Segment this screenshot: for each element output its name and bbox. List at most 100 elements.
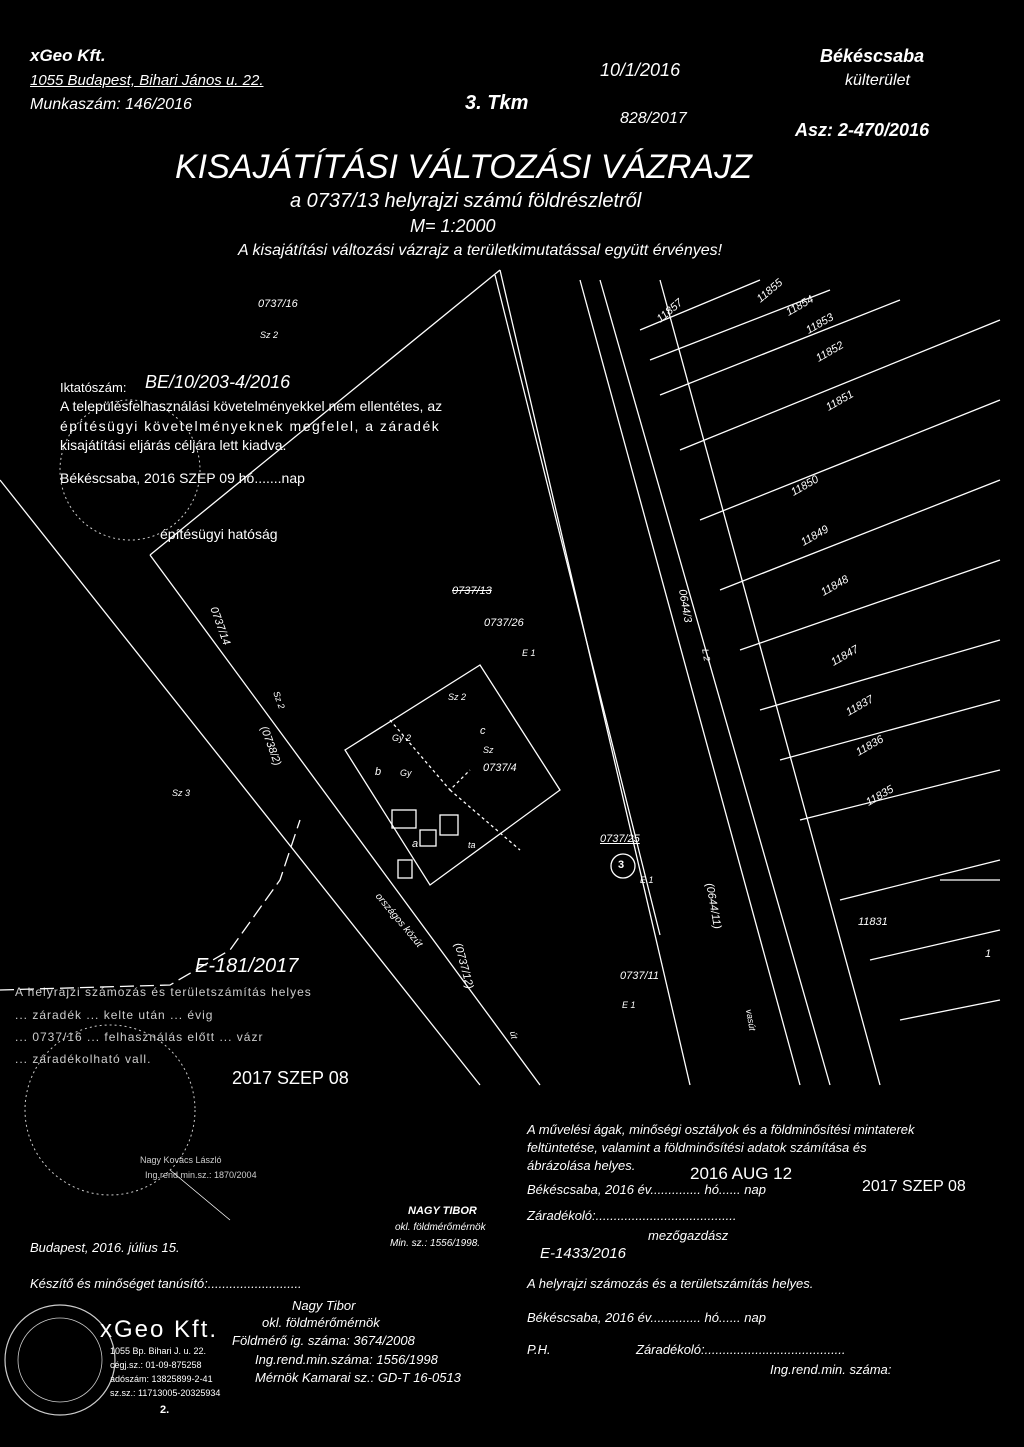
cultivation-label: Sz 2 <box>260 330 279 340</box>
parcel-strip <box>719 479 1001 591</box>
cultivation-label: b <box>375 766 382 778</box>
railway-edge <box>579 279 801 1086</box>
building <box>419 829 437 847</box>
parcel-strip <box>649 289 831 361</box>
cert-text: feltüntetése, valamint a földminősítési … <box>527 1140 867 1155</box>
road-edge-east <box>149 554 541 1086</box>
building <box>397 859 413 879</box>
page-mark: 2. <box>160 1404 170 1416</box>
document-title: KISAJÁTÍTÁSI VÁLTOZÁSI VÁZRAJZ <box>175 148 752 186</box>
stamp-number-label: Iktatószám: <box>60 380 127 395</box>
old-parcel-label: 0737/13 <box>452 585 492 597</box>
validity-note: A kisajátítási változási vázrajz a terül… <box>238 242 723 259</box>
building <box>391 809 417 829</box>
place-date: Budapest, 2016. július 15. <box>30 1240 180 1255</box>
engineer-title: okl. földmérőmérnök <box>395 1222 486 1233</box>
railway-edge <box>599 279 831 1086</box>
stamp-signer-reg: Ing.rend.min.sz.: 1870/2004 <box>145 1170 257 1180</box>
parcel-strip <box>739 559 1001 651</box>
cultivation-label: Gy <box>400 768 412 778</box>
parcel-strip <box>699 399 1001 521</box>
stamp-number-value: BE/10/203-4/2016 <box>145 372 291 392</box>
case-number: Asz: 2-470/2016 <box>795 120 930 140</box>
company-stamp-text: cégj.sz.: 01-09-875258 <box>110 1360 202 1370</box>
cultivation-label: E 1 <box>522 648 536 658</box>
cert-text: A művelési ágak, minőségi osztályok és a… <box>527 1122 915 1137</box>
parcel-label: 11831 <box>858 916 888 928</box>
stamp-text: ... záradék ... kelte után ... évig <box>15 1008 214 1022</box>
parcel-label: 0737/16 <box>258 298 298 310</box>
parcel-0737-4 <box>344 664 561 886</box>
company-stamp-name: xGeo Kft. <box>100 1316 219 1343</box>
cert-ph: P.H. <box>527 1342 551 1357</box>
document-subtitle: a 0737/13 helyrajzi számú földrészletről <box>290 190 642 212</box>
stamp-text: építésügyi követelményeknek megfelel, a … <box>60 418 441 434</box>
parcel-strip <box>639 279 761 331</box>
authority-seal <box>59 399 201 541</box>
cultivation-label: Gy 2 <box>392 733 412 743</box>
stamp-text: ... 0737/16 ... felhasználás előtt ... v… <box>15 1030 264 1044</box>
point-marker: 3 <box>618 859 625 871</box>
min-reg: Ing.rend.min.száma: 1556/1998 <box>255 1352 438 1367</box>
cultivation-label: E 1 <box>640 875 654 885</box>
company-seal-inner <box>17 1317 103 1403</box>
engineer-name: NAGY TIBOR <box>408 1205 477 1217</box>
company-address: 1055 Budapest, Bihari János u. 22. <box>30 72 264 89</box>
point-marker-circle <box>610 853 636 879</box>
cert-closer: Záradékoló:.............................… <box>527 1208 737 1223</box>
parcel-label: 1 <box>985 948 992 960</box>
company-stamp-text: adószám: 13825899-2-41 <box>110 1374 213 1384</box>
signer-title: okl. földmérőmérnök <box>262 1315 380 1330</box>
city-name: Békéscsaba <box>820 46 925 66</box>
stamp-text: A helyrajzi számozás és területszámítás … <box>15 985 312 999</box>
stamp-date: 2016 AUG 12 <box>690 1164 793 1183</box>
parcel-strip <box>759 639 1001 711</box>
cultivation-label: ta <box>468 840 476 850</box>
cert-text: ábrázolása helyes. <box>527 1158 636 1173</box>
parcel-strip <box>779 699 1001 761</box>
parcel-label: 0737/11 <box>620 970 659 982</box>
engineer-reg: Min. sz.: 1556/1998. <box>390 1238 481 1249</box>
cultivation-label: Sz 2 <box>448 692 467 702</box>
parcel-line <box>499 269 691 1086</box>
road-edge-west <box>0 479 481 1086</box>
stamp-date: Békéscsaba, 2016 SZEP 09 hó.......nap <box>60 470 305 486</box>
building <box>439 814 459 836</box>
cert-date-line: Békéscsaba, 2016 év.............. hó....… <box>527 1310 766 1325</box>
scale: M= 1:2000 <box>410 216 496 236</box>
cert-closer-role: mezőgazdász <box>648 1228 729 1243</box>
railway-edge <box>659 279 881 1086</box>
handwritten-number: E-181/2017 <box>195 955 299 977</box>
parcel-label: 0737/25 <box>600 833 640 845</box>
cultivation-boundary <box>449 789 521 851</box>
parcel-strip <box>839 859 1001 901</box>
parcel-strip <box>799 769 1001 821</box>
cert-hrsz: A helyrajzi számozás és a területszámítá… <box>527 1276 814 1291</box>
cultivation-label: Sz 3 <box>172 788 191 798</box>
cultivation-label: a <box>412 838 419 850</box>
work-number: Munkaszám: 146/2016 <box>30 96 192 113</box>
stamp-text: kisajátítási eljárás céljára lett kiadva… <box>60 437 287 453</box>
parcel-label: 0737/26 <box>484 617 524 629</box>
company-name: xGeo Kft. <box>30 46 106 65</box>
parcel-strip <box>679 319 1001 451</box>
sheet-number: 3. Tkm <box>465 92 529 114</box>
handwritten-number: E-1433/2016 <box>540 1245 626 1262</box>
company-stamp-text: 1055 Bp. Bihari J. u. 22. <box>110 1346 207 1356</box>
stamp-signer: Nagy Kovács László <box>140 1155 222 1165</box>
stamp-date: 2017 SZEP 08 <box>232 1068 349 1088</box>
cultivation-label: L 2 <box>700 648 713 662</box>
stamp-authority: építésügyi hatóság <box>160 526 278 542</box>
surveyor-reg: Földmérő ig. száma: 3674/2008 <box>232 1333 415 1348</box>
cultivation-label: c <box>480 725 486 737</box>
parcel-strip <box>869 929 1001 961</box>
signer-name: Nagy Tibor <box>292 1298 356 1313</box>
preparer-label: Készítő és minőséget tanúsító:..........… <box>30 1276 302 1291</box>
parcel-label: 0737/4 <box>483 762 517 774</box>
area-type: külterület <box>845 72 910 89</box>
cultivation-boundary <box>389 719 471 791</box>
handwritten-number: 828/2017 <box>620 110 687 127</box>
parcel-strip <box>899 999 1001 1021</box>
cultivation-label: Sz <box>483 745 494 755</box>
